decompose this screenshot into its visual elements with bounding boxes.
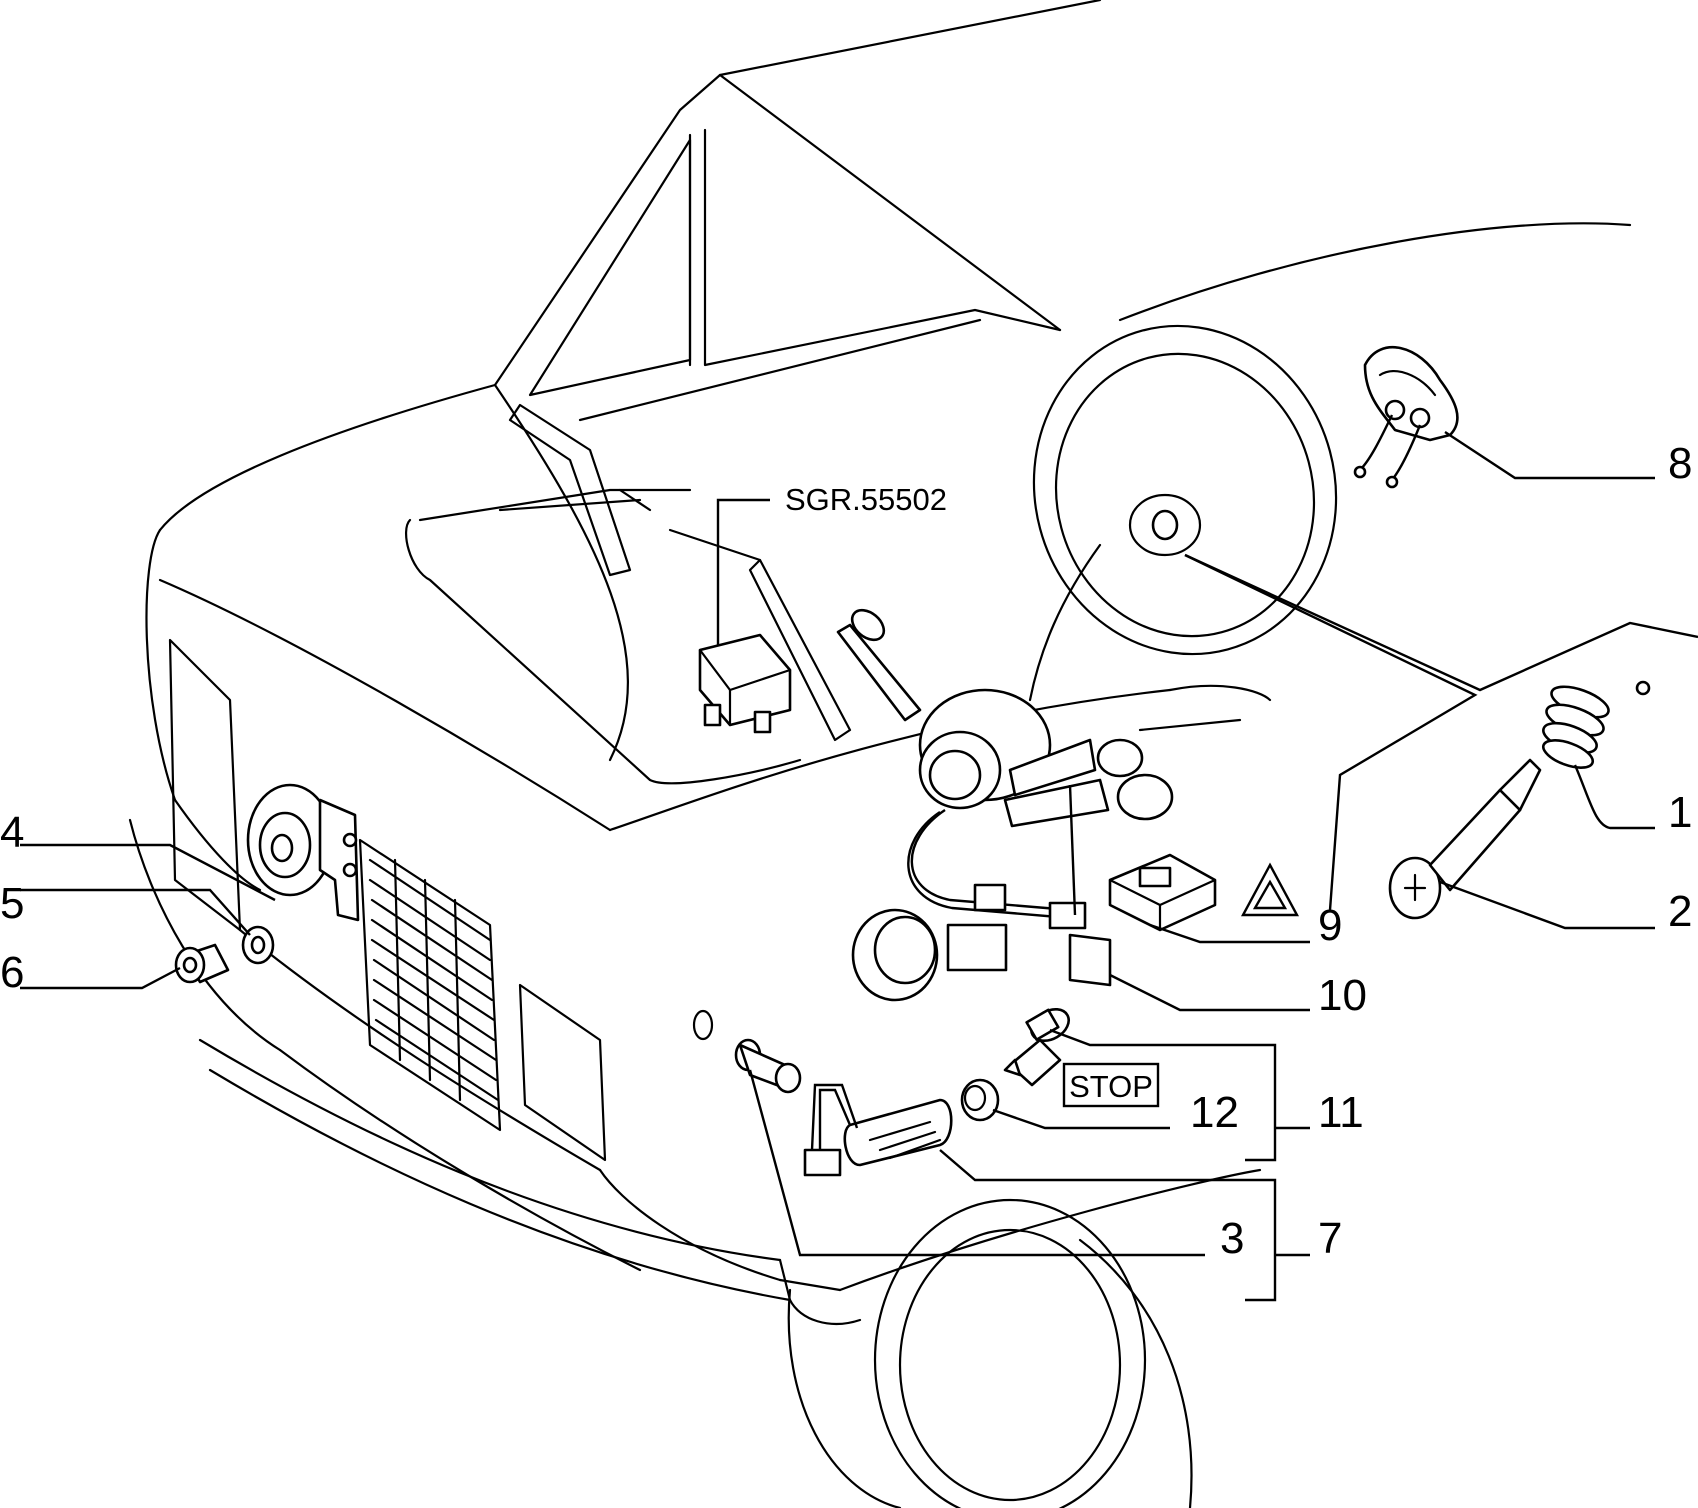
front-grille (358, 838, 502, 1132)
bulb-part (734, 1038, 802, 1094)
callout-8: 8 (1668, 439, 1692, 488)
callout-11: 11 (1318, 1088, 1364, 1137)
reference-code: SGR.55502 (785, 482, 947, 517)
callout-5: 5 (0, 879, 24, 928)
car-body-outline (128, 0, 1632, 1508)
front-wheel (787, 1198, 1193, 1508)
turn-signal-flasher (851, 908, 939, 1002)
horn-contact-pin (1388, 758, 1542, 920)
spacer-part (174, 943, 230, 984)
warning-triangle-icon (1240, 862, 1300, 917)
callout-2: 2 (1668, 887, 1692, 936)
callout-7: 7 (1318, 1214, 1342, 1263)
callout-numbers: 8 1 2 9 10 11 12 3 7 4 5 6 (0, 439, 1692, 1263)
callout-9: 9 (1318, 901, 1342, 950)
callout-12: 12 (1190, 1088, 1239, 1137)
stop-label-box: STOP (1062, 1062, 1160, 1108)
nut-part (241, 925, 275, 965)
horn-contact-plate (1353, 346, 1459, 489)
callout-3: 3 (1220, 1214, 1244, 1263)
callout-4: 4 (0, 808, 24, 857)
combination-switch (836, 608, 1174, 987)
wiper-arms (498, 403, 852, 742)
callout-10: 10 (1318, 971, 1367, 1020)
callout-6: 6 (0, 948, 24, 997)
stop-label: STOP (1069, 1069, 1153, 1104)
horn (246, 783, 360, 922)
hazard-switch (1108, 853, 1217, 932)
fender-hole (692, 1009, 714, 1041)
leader-lines (20, 430, 1698, 1302)
callout-1: 1 (1668, 788, 1692, 837)
side-repeater-lamp (803, 1083, 953, 1177)
stop-switch-cap (960, 1078, 1000, 1122)
wiper-motor (698, 498, 792, 734)
horn-spring (1541, 680, 1651, 769)
steering-wheel (1028, 324, 1338, 702)
